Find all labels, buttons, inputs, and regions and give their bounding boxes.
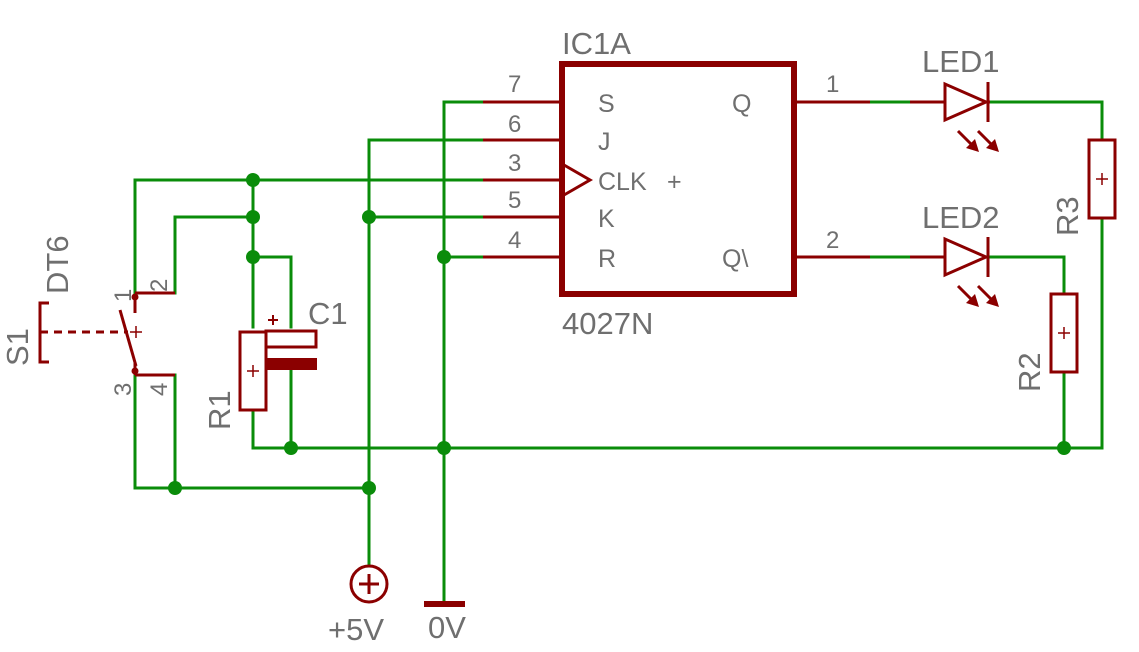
- switch-pin-number: 2: [146, 279, 173, 292]
- pin-number: 3: [508, 150, 521, 177]
- junction: [168, 481, 182, 495]
- pin-number: 2: [826, 227, 839, 254]
- ground-0v: 0V: [424, 601, 466, 645]
- pin-number: 6: [508, 111, 521, 138]
- resistor-body: [1087, 138, 1117, 220]
- wire-sw3: [133, 373, 371, 490]
- ic-4027n: IC1A 4027N 7 6 3 5 4 S J CLK K R + Q Q\ …: [483, 26, 870, 341]
- junctions: [168, 173, 1071, 495]
- pin-name: Q: [732, 90, 751, 118]
- wire-r2-led2: [988, 255, 1066, 295]
- clock-triangle-icon: [563, 163, 594, 197]
- switch-name: S1: [0, 328, 35, 366]
- capacitor-c1: C1: [264, 296, 348, 370]
- ground-label: 0V: [428, 610, 466, 645]
- ic-name: IC1A: [562, 26, 631, 61]
- pin-name: K: [598, 205, 615, 233]
- diode-triangle-icon: [943, 81, 990, 123]
- diode-triangle-icon: [943, 236, 990, 278]
- junction: [284, 441, 298, 455]
- pin-number: 7: [508, 71, 521, 98]
- origin-plus-mark: +: [667, 168, 682, 196]
- switch-pin-number: 1: [110, 289, 137, 302]
- capacitor-plate-positive: [264, 329, 318, 349]
- pin-name: J: [598, 128, 611, 156]
- ic-value: 4027N: [562, 306, 653, 341]
- pin-name: S: [598, 90, 615, 118]
- switch-pivot-icon: [131, 367, 139, 375]
- supply-label: +5V: [328, 612, 384, 647]
- switch-pin-number: 3: [110, 383, 137, 396]
- r1-label: R1: [202, 390, 237, 430]
- r3-label: R3: [1050, 196, 1085, 236]
- resistor-body: [238, 330, 268, 412]
- switch-blade: [118, 309, 138, 367]
- light-arrow-head-icon: [986, 139, 999, 152]
- pin-name: CLK: [598, 168, 647, 196]
- led2: LED2: [910, 200, 1000, 307]
- switch-pivot-icon: [131, 293, 139, 301]
- wire-ground-vertical: [442, 100, 485, 605]
- wire-clk: [133, 178, 485, 302]
- wire-bottom-rail: [251, 100, 1104, 450]
- pin-number: 5: [508, 187, 521, 214]
- pin-name: R: [598, 245, 616, 273]
- junction: [437, 250, 451, 264]
- wire-c1-top: [251, 255, 293, 329]
- c1-label: C1: [308, 296, 348, 331]
- led1-label: LED1: [922, 44, 1000, 79]
- pin-number: 1: [826, 71, 839, 98]
- supply-circle-icon: [349, 564, 389, 604]
- junction: [362, 481, 376, 495]
- capacitor-plate-negative: [266, 358, 317, 370]
- wires: [133, 100, 1104, 605]
- light-arrow-head-icon: [966, 294, 979, 307]
- junction: [246, 210, 260, 224]
- led2-label: LED2: [922, 200, 1000, 235]
- switch-value: DT6: [40, 235, 75, 294]
- light-arrow-head-icon: [986, 294, 999, 307]
- junction: [362, 210, 376, 224]
- resistor-r2: R2: [1012, 292, 1079, 392]
- junction: [246, 173, 260, 187]
- led1: LED1: [910, 44, 1000, 152]
- resistor-r3: R3: [1050, 138, 1117, 236]
- resistor-r1: R1: [202, 330, 268, 430]
- pin-number: 4: [508, 227, 521, 254]
- switch-s1: 1 2 3 4 S1 DT6: [0, 235, 175, 396]
- switch-pin-number: 4: [146, 383, 173, 396]
- supply-plus5v: +5V: [328, 564, 389, 647]
- light-arrow-head-icon: [966, 139, 979, 152]
- junction: [246, 250, 260, 264]
- junction: [1057, 441, 1071, 455]
- junction: [437, 441, 451, 455]
- r2-label: R2: [1012, 352, 1047, 392]
- wire-vcc-vertical: [367, 138, 485, 567]
- pin-name: Q\: [722, 245, 748, 273]
- wire-sw2: [173, 215, 255, 295]
